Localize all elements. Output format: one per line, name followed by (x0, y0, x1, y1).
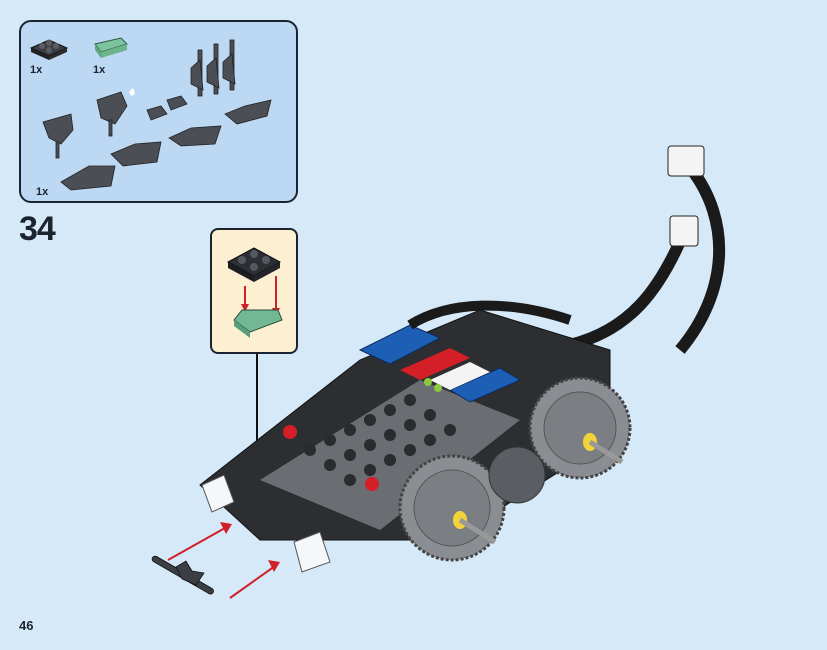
step-number: 34 (19, 210, 56, 248)
sub-assembly-callout (210, 228, 298, 354)
black-plate-part-icon (29, 39, 69, 60)
vehicle-chassis-model (199, 300, 632, 573)
page-number: 46 (19, 618, 34, 633)
parts-list-panel: 1x 1x 1x (19, 20, 298, 203)
cable-connectors (568, 145, 726, 354)
part-quantity: 1x (30, 64, 43, 76)
part-quantity: 1x (36, 186, 49, 198)
sub-assembly-diagram (226, 247, 283, 338)
bat-wing-parts-icon (42, 39, 272, 191)
part-quantity: 1x (93, 64, 106, 76)
insertion-arrows (167, 522, 280, 599)
green-clip-part-icon (94, 37, 128, 58)
bat-part-icon (151, 555, 214, 595)
